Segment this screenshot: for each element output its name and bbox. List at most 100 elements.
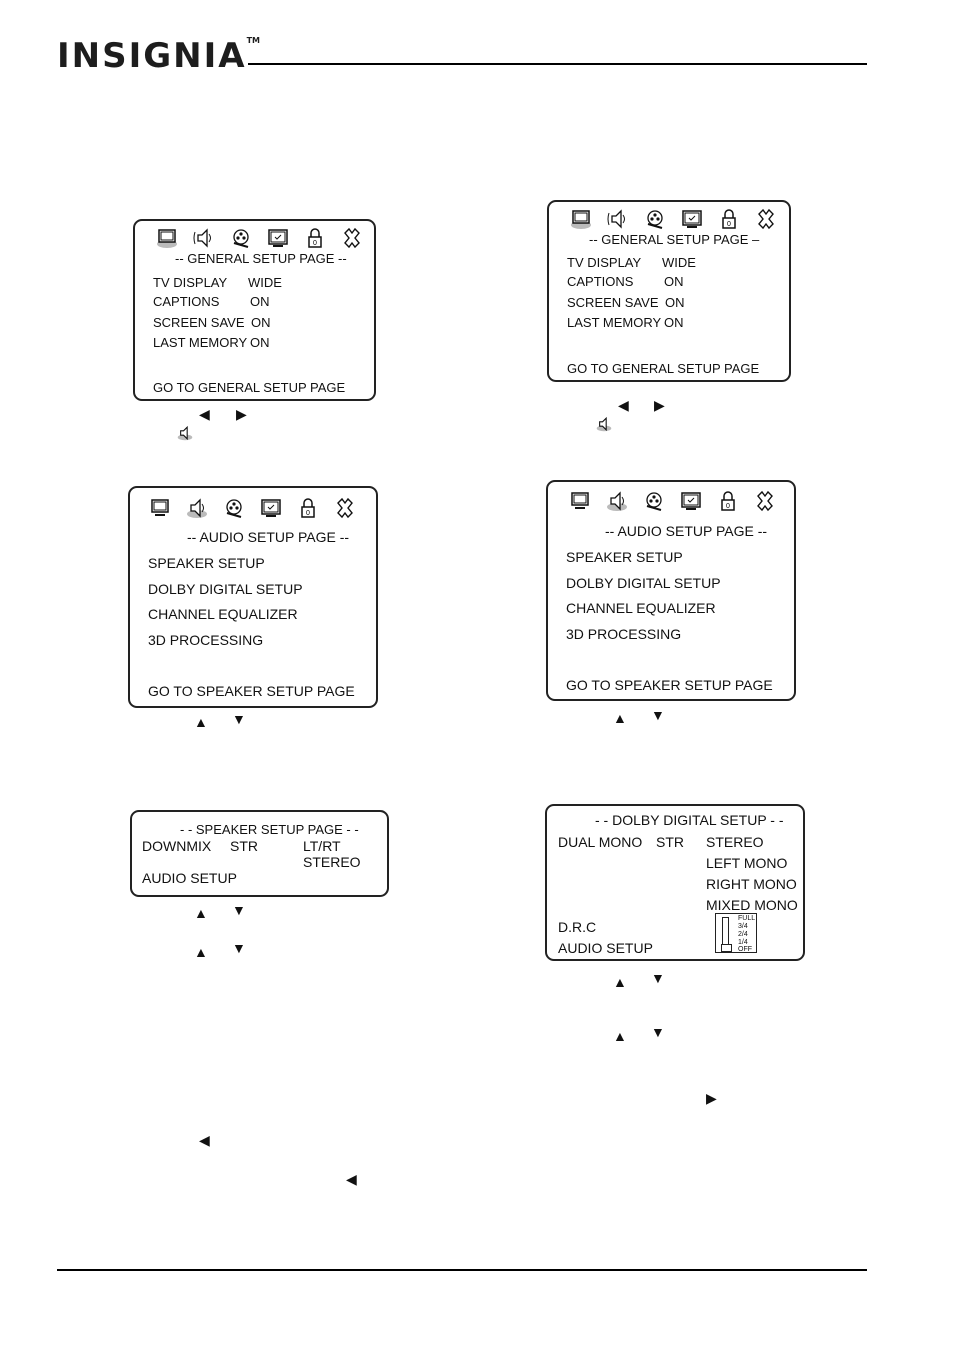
exit-icon[interactable]: [340, 227, 364, 249]
down-arrow: ▼: [232, 940, 246, 956]
screen-title: - - DOLBY DIGITAL SETUP - -: [595, 812, 784, 828]
down-arrow: ▼: [651, 970, 665, 986]
audio-setup-screen-right: 0 -- AUDIO SETUP PAGE -- SPEAKER SETUP D…: [546, 480, 796, 701]
footer-rule: [57, 1269, 867, 1271]
menu-item-3d-processing: 3D PROCESSING: [148, 632, 264, 648]
row-label-tv-display: TV DISPLAY: [153, 275, 228, 290]
down-arrow: ▼: [232, 902, 246, 918]
audio-setup-screen-left: 0 -- AUDIO SETUP PAGE -- SPEAKER SETUP D…: [128, 486, 378, 708]
drc-slider-knob[interactable]: [721, 944, 732, 952]
exit-icon[interactable]: [333, 497, 357, 519]
film-reel-icon[interactable]: [642, 490, 666, 512]
screen-footer: GO TO GENERAL SETUP PAGE: [153, 380, 346, 395]
audio-icon: [177, 425, 193, 441]
option-stereo: STEREO: [706, 834, 764, 850]
down-arrow: ▼: [651, 707, 665, 723]
lock-icon[interactable]: 0: [296, 497, 320, 519]
up-arrow: ▲: [194, 944, 208, 960]
preferences-icon[interactable]: [259, 497, 283, 519]
screen-footer: AUDIO SETUP: [558, 940, 653, 956]
screen-title: -- AUDIO SETUP PAGE --: [187, 529, 350, 545]
right-arrow: ▶: [236, 406, 247, 422]
menu-icon-bar: 0: [155, 227, 364, 249]
row-value-screen-save: ON: [665, 295, 685, 310]
menu-icon-bar: 0: [569, 208, 778, 230]
left-arrow: ◀: [199, 406, 210, 422]
row-label-tv-display: TV DISPLAY: [567, 255, 642, 270]
tv-icon[interactable]: [569, 208, 593, 230]
lock-icon[interactable]: 0: [717, 208, 741, 230]
screen-title: -- GENERAL SETUP PAGE –: [589, 232, 760, 247]
row-label-last-memory: LAST MEMORY: [567, 315, 662, 330]
screen-footer: AUDIO SETUP: [142, 870, 237, 886]
drc-level-2-4: 2/4: [738, 931, 748, 938]
menu-icon-bar: 0: [148, 497, 357, 519]
audio-icon: [596, 416, 612, 432]
exit-icon[interactable]: [754, 208, 778, 230]
film-reel-icon[interactable]: [222, 497, 246, 519]
row-label-captions: CAPTIONS: [153, 294, 220, 309]
menu-item-channel-equalizer: CHANNEL EQUALIZER: [566, 600, 716, 616]
dual-mono-value: STR: [656, 834, 684, 850]
option-stereo: STEREO: [303, 854, 361, 870]
row-value-screen-save: ON: [251, 315, 271, 330]
screen-title: -- AUDIO SETUP PAGE --: [605, 523, 768, 539]
row-label-screen-save: SCREEN SAVE: [567, 295, 659, 310]
speaker-icon[interactable]: [185, 497, 209, 519]
general-setup-screen-right: 0 -- GENERAL SETUP PAGE – TV DISPLAY WID…: [547, 200, 791, 382]
lock-icon[interactable]: 0: [716, 490, 740, 512]
left-arrow: ◀: [618, 397, 629, 413]
exit-icon[interactable]: [753, 490, 777, 512]
preferences-icon[interactable]: [679, 490, 703, 512]
screen-title: - - SPEAKER SETUP PAGE - -: [180, 822, 359, 837]
left-arrow: ◀: [199, 1132, 210, 1148]
tv-icon[interactable]: [568, 490, 592, 512]
up-arrow: ▲: [613, 1028, 627, 1044]
preferences-icon[interactable]: [680, 208, 704, 230]
preferences-icon[interactable]: [266, 227, 290, 249]
up-arrow: ▲: [613, 710, 627, 726]
option-left-mono: LEFT MONO: [706, 855, 788, 871]
down-arrow: ▼: [232, 711, 246, 727]
menu-icon-bar: 0: [568, 490, 777, 512]
tv-icon[interactable]: [148, 497, 172, 519]
speaker-icon[interactable]: [606, 208, 630, 230]
speaker-icon[interactable]: [192, 227, 216, 249]
up-arrow: ▲: [194, 905, 208, 921]
tv-icon[interactable]: [155, 227, 179, 249]
row-value-tv-display: WIDE: [662, 255, 696, 270]
lock-icon[interactable]: 0: [303, 227, 327, 249]
row-value-last-memory: ON: [250, 335, 270, 350]
film-reel-icon[interactable]: [643, 208, 667, 230]
speaker-icon[interactable]: [605, 490, 629, 512]
right-arrow: ▶: [654, 397, 665, 413]
brand-logo: INSIGNIATM: [57, 36, 260, 76]
screen-footer: GO TO SPEAKER SETUP PAGE: [148, 683, 355, 699]
row-label-last-memory: LAST MEMORY: [153, 335, 248, 350]
menu-item-speaker-setup: SPEAKER SETUP: [148, 555, 265, 571]
film-reel-icon[interactable]: [229, 227, 253, 249]
drc-level-3-4: 3/4: [738, 923, 748, 930]
row-label-captions: CAPTIONS: [567, 274, 634, 289]
right-arrow: ▶: [706, 1090, 717, 1106]
speaker-setup-screen: - - SPEAKER SETUP PAGE - - DOWNMIX STR L…: [130, 810, 389, 897]
menu-item-dolby-digital-setup: DOLBY DIGITAL SETUP: [148, 581, 303, 597]
down-arrow: ▼: [651, 1024, 665, 1040]
drc-slider[interactable]: FULL 3/4 2/4 1/4 OFF: [715, 913, 757, 953]
row-value-captions: ON: [664, 274, 684, 289]
svg-text:0: 0: [306, 510, 310, 517]
svg-text:0: 0: [727, 221, 731, 228]
menu-item-3d-processing: 3D PROCESSING: [566, 626, 682, 642]
downmix-value: STR: [230, 838, 258, 854]
svg-text:0: 0: [726, 503, 730, 510]
option-lt-rt: LT/RT: [303, 838, 341, 854]
option-right-mono: RIGHT MONO: [706, 876, 797, 892]
up-arrow: ▲: [194, 714, 208, 730]
dual-mono-label: DUAL MONO: [558, 834, 643, 850]
menu-item-speaker-setup: SPEAKER SETUP: [566, 549, 683, 565]
screen-footer: GO TO SPEAKER SETUP PAGE: [566, 677, 773, 693]
drc-level-1-4: 1/4: [738, 939, 748, 946]
general-setup-screen-left: 0 -- GENERAL SETUP PAGE -- TV DISPLAY WI…: [133, 219, 376, 401]
screen-footer: GO TO GENERAL SETUP PAGE: [567, 361, 760, 376]
drc-label: D.R.C: [558, 919, 597, 935]
